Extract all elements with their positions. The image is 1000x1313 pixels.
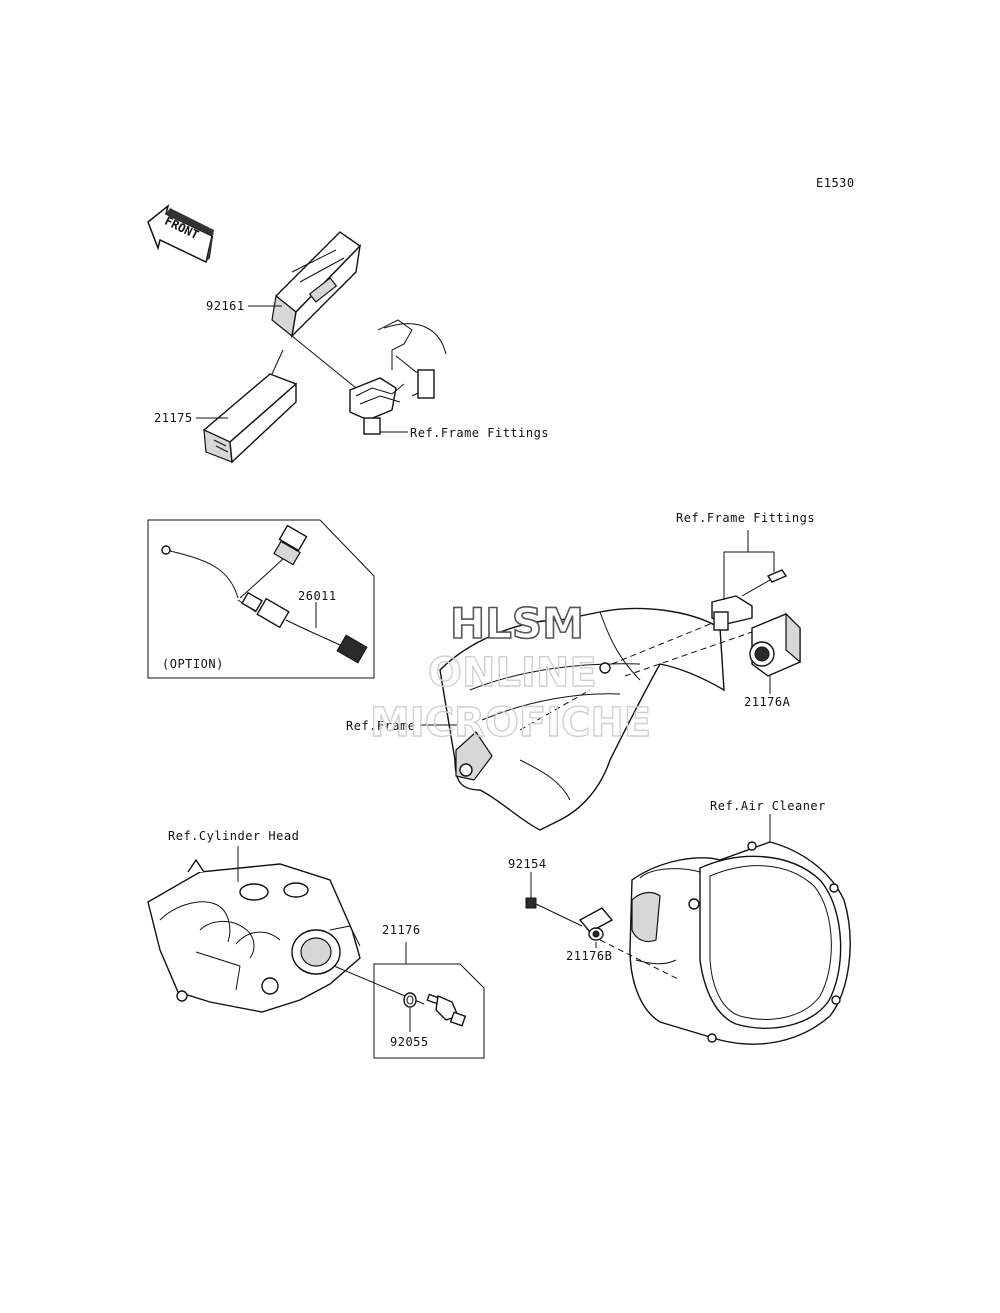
part-21175-ecu [202, 373, 298, 464]
part-label-92055: 92055 [390, 1035, 429, 1049]
leader-ref-air-cleaner: Ref.Air Cleaner [710, 799, 826, 842]
part-label-21176A: 21176A [744, 695, 791, 709]
part-label-21175: 21175 [154, 411, 193, 425]
leader-ref-cylinder-head: Ref.Cylinder Head [168, 829, 299, 882]
ref-air-cleaner: Ref.Air Cleaner [710, 799, 826, 813]
ref-frame-fittings-mid: Ref.Frame Fittings [676, 511, 815, 525]
watermark-line3: MICROFICHE [370, 700, 651, 746]
part-label-26011: 26011 [298, 589, 337, 603]
frame-fitting-bracket-mid [711, 569, 788, 631]
part-21176B-sensor: 21176B [566, 907, 614, 963]
cylinder-head-illustration [147, 858, 361, 1013]
part-label-92161: 92161 [206, 299, 245, 313]
part-92055-o-ring: 92055 [390, 992, 429, 1049]
frame-illustration [439, 607, 725, 831]
part-label-21176: 21176 [382, 923, 421, 937]
air-cleaner-illustration [629, 841, 851, 1045]
front-arrow-icon: FRONT [147, 204, 214, 264]
frame-fitting-bracket-top [349, 319, 447, 435]
leader-21176A: 21176A [744, 676, 791, 709]
part-21176-sensor [426, 993, 467, 1027]
leader-21175: 21175 [154, 411, 228, 425]
part-92161-bracket [271, 231, 362, 339]
diagram-code: E1530 [816, 176, 855, 190]
leader-ref-frame-fittings-mid: Ref.Frame Fittings [676, 511, 815, 600]
leader-ref-frame-fittings-top: Ref.Frame Fittings [380, 426, 549, 440]
ref-frame-fittings-top: Ref.Frame Fittings [410, 426, 549, 440]
watermark-line1: HLSM [450, 599, 584, 648]
part-label-21176B: 21176B [566, 949, 612, 963]
watermark: HLSM ONLINE MICROFICHE [369, 598, 652, 747]
leader-92161: 92161 [206, 299, 282, 313]
part-21176A-sensor [749, 612, 801, 677]
part-label-92154: 92154 [508, 857, 547, 871]
part-92154-screw: 92154 [508, 857, 583, 927]
sensor-21176-box: 21176 [373, 923, 485, 1059]
watermark-line2: ONLINE [428, 650, 597, 696]
leader-ref-frame: Ref.Frame [346, 719, 458, 733]
ref-cylinder-head: Ref.Cylinder Head [168, 829, 299, 843]
option-label: (OPTION) [162, 657, 224, 671]
ref-frame: Ref.Frame [346, 719, 416, 733]
option-box: 26011 (OPTION) [147, 519, 375, 679]
